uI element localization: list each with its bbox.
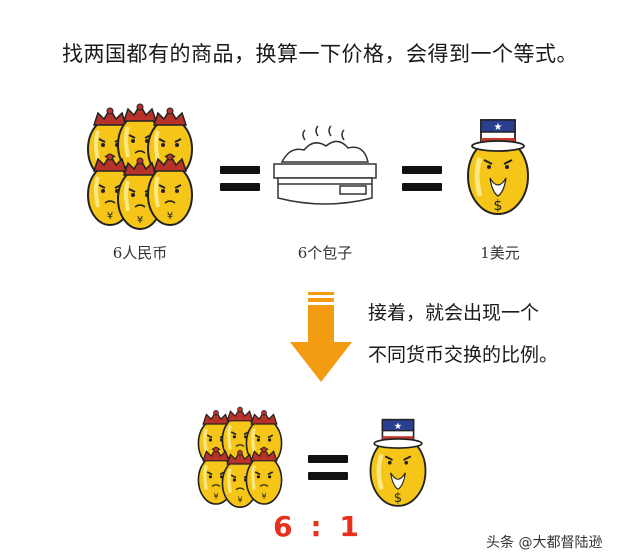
rmb-coins-icon (180, 405, 300, 515)
equals-sign-icon (308, 455, 348, 481)
equals-sign-icon (402, 166, 442, 192)
down-arrow-icon (288, 292, 354, 384)
dollar-coin-icon (458, 104, 538, 224)
caption-rmb: 6人民币 (112, 244, 168, 262)
page-heading: 找两国都有的商品，换算一下价格，会得到一个等式。 (62, 42, 578, 66)
rmb-coins-icon (65, 102, 215, 235)
dollar-coin-icon (358, 405, 438, 515)
note-line-1: 接着，就会出现一个 (368, 302, 540, 324)
exchange-ratio: 6 : 1 (273, 510, 363, 543)
note-line-2: 不同货币交换的比例。 (368, 344, 559, 366)
watermark: 头条 @大都督陆逊 (486, 535, 603, 551)
caption-buns: 6个包子 (297, 244, 353, 262)
equals-sign-icon (220, 166, 260, 192)
caption-usd: 1美元 (480, 244, 520, 262)
steamed-buns-icon (270, 122, 380, 212)
